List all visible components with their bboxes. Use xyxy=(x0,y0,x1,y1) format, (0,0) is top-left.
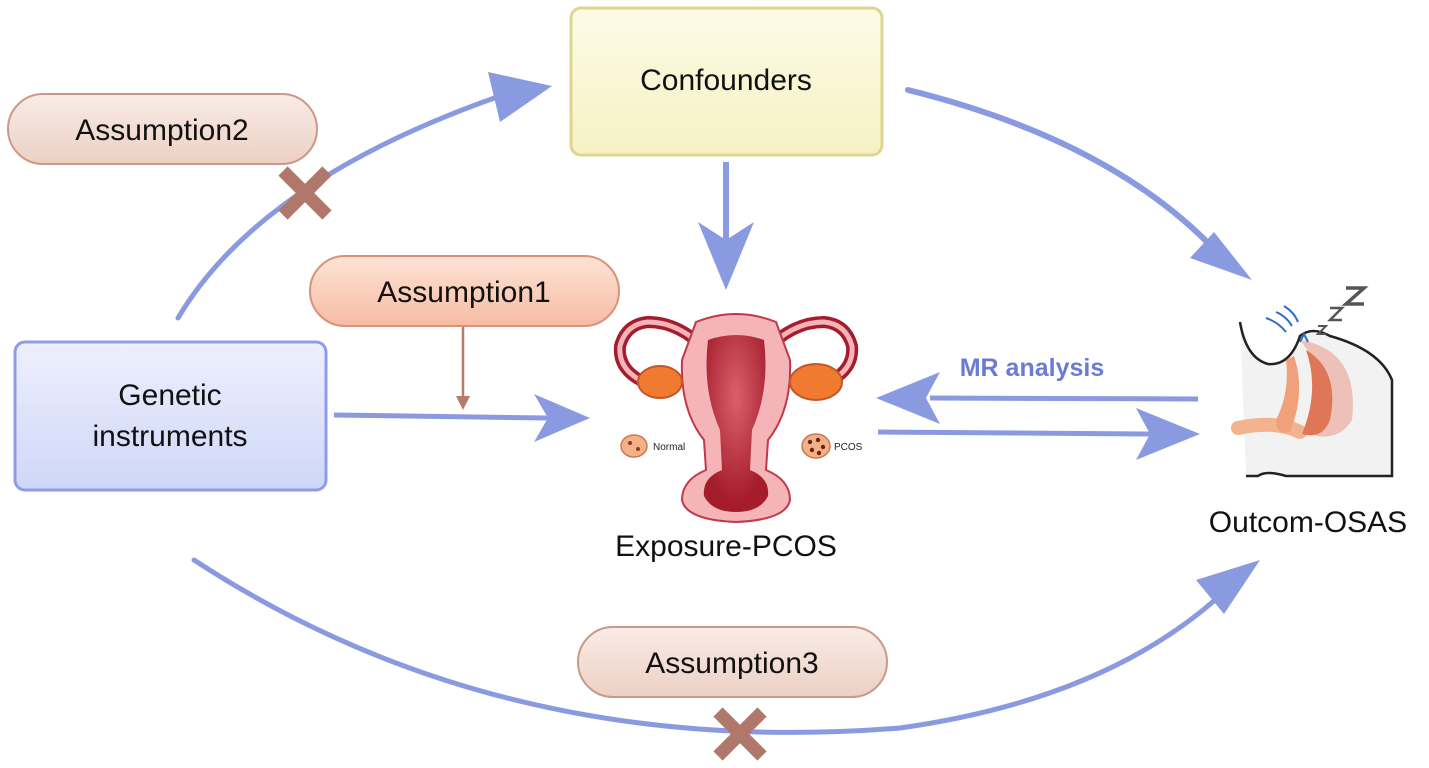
arrowhead-mr-right xyxy=(1136,408,1200,460)
genetic-label-line1: Genetic xyxy=(118,379,221,412)
arrowhead-outcome-top xyxy=(1190,232,1252,280)
cross-icon-assumption2 xyxy=(278,166,332,220)
confounders-box xyxy=(569,6,884,157)
mr-analysis-label: MR analysis xyxy=(960,354,1105,382)
arrow-outcome-to-exposure xyxy=(929,395,1199,402)
sleep-apnea-icon xyxy=(1231,286,1394,478)
arrowhead-exposure-left xyxy=(534,394,590,442)
arrowhead-exposure-top xyxy=(698,222,754,290)
normal-ovary-label: Normal xyxy=(653,442,685,453)
arrow-genetic-to-outcome xyxy=(191,557,1218,735)
arrowhead-assumption1 xyxy=(456,396,470,410)
arrow-confounders-to-outcome xyxy=(905,87,1218,253)
assumption2-label: Assumption2 xyxy=(75,114,248,147)
confounders-label: Confounders xyxy=(640,64,812,97)
arrowhead-confounders xyxy=(488,72,552,122)
exposure-label: Exposure-PCOS xyxy=(615,530,837,563)
arrowhead-mr-left xyxy=(876,372,940,424)
cross-icon-assumption3 xyxy=(713,707,767,761)
outcome-label: Outcom-OSAS xyxy=(1209,506,1407,539)
arrow-exposure-to-outcome xyxy=(877,429,1151,437)
arrow-genetic-to-exposure xyxy=(333,412,549,421)
pcos-ovary-icon xyxy=(801,433,831,459)
genetic-label-line2: instruments xyxy=(92,420,247,453)
assumption2-pill xyxy=(7,93,318,165)
genetic-instruments-box xyxy=(13,340,328,492)
assumption3-pill xyxy=(577,626,888,698)
assumption1-pill xyxy=(309,255,620,327)
uterus-icon xyxy=(613,313,859,524)
assumption1-label: Assumption1 xyxy=(377,276,550,309)
pcos-ovary-label: PCOS xyxy=(834,442,863,453)
normal-ovary-icon xyxy=(620,434,648,458)
assumption3-label: Assumption3 xyxy=(645,647,818,680)
arrowhead-outcome-bottom xyxy=(1196,560,1260,614)
